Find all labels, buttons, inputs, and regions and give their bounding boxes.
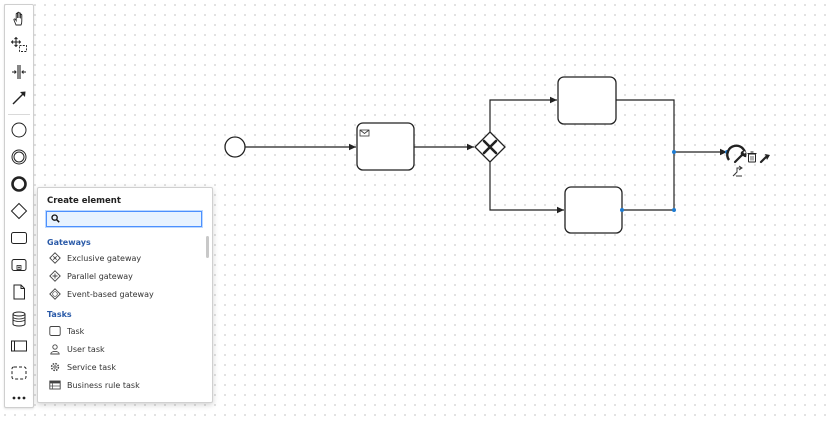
create-group[interactable] (7, 362, 31, 384)
intermediate-event-icon (11, 149, 27, 165)
hand-tool-icon (13, 11, 23, 26)
exclusive-gateway[interactable] (474, 131, 506, 163)
entry-exclusive-gateway[interactable]: Exclusive gateway (47, 250, 197, 266)
create-task[interactable] (7, 227, 31, 249)
entry-label: Parallel gateway (67, 271, 133, 281)
subprocess-icon (11, 259, 27, 271)
business-rule-task-icon (49, 380, 61, 390)
search-input[interactable] (63, 212, 199, 226)
parallel-gateway-icon (49, 270, 61, 282)
group-icon (11, 366, 27, 380)
connect-icon[interactable] (732, 165, 743, 177)
group-title-gateways: Gateways (47, 238, 91, 247)
connection-handle[interactable] (672, 150, 676, 154)
task-icon (49, 326, 61, 336)
entry-label: Service task (67, 362, 116, 372)
create-pool[interactable] (7, 335, 31, 357)
hand-tool[interactable] (7, 8, 31, 30)
lasso-tool[interactable] (7, 34, 31, 56)
entry-label: Business rule task (67, 380, 140, 390)
color-picker-icon[interactable] (759, 154, 770, 164)
entry-user-task[interactable]: User task (47, 341, 197, 357)
task-upper[interactable] (557, 76, 617, 125)
create-gateway[interactable] (7, 200, 31, 222)
data-object-icon (13, 284, 25, 300)
entry-label: Event-based gateway (67, 289, 154, 299)
delete-icon[interactable] (747, 151, 757, 163)
global-connect-tool[interactable] (7, 87, 31, 109)
create-start-event[interactable] (7, 119, 31, 141)
entry-business-rule-task[interactable]: Business rule task (47, 377, 197, 393)
start-event[interactable] (224, 136, 246, 158)
connection-handle[interactable] (672, 208, 676, 212)
create-intermediate-event[interactable] (7, 146, 31, 168)
sequence-flow[interactable] (489, 96, 557, 132)
user-task-icon (50, 344, 60, 355)
gateway-icon (10, 202, 28, 220)
service-task-icon (50, 362, 60, 372)
wrench-icon[interactable] (733, 150, 747, 164)
create-end-event[interactable] (7, 173, 31, 195)
sequence-flow-selected[interactable] (622, 152, 675, 211)
event-based-gateway-icon (49, 288, 61, 300)
space-tool[interactable] (7, 61, 31, 83)
entry-event-based-gateway[interactable]: Event-based gateway (47, 286, 197, 302)
global-connect-tool-icon (12, 91, 26, 105)
sequence-flow[interactable] (489, 162, 564, 214)
entry-service-task[interactable]: Service task (47, 359, 197, 375)
end-event-icon (11, 176, 27, 192)
sequence-flow[interactable] (616, 99, 675, 152)
lasso-tool-icon (10, 36, 27, 52)
entry-label: User task (67, 344, 105, 354)
create-data-store[interactable] (7, 308, 31, 330)
more-icon (12, 396, 26, 400)
entry-parallel-gateway[interactable]: Parallel gateway (47, 268, 197, 284)
entry-label: Exclusive gateway (67, 253, 142, 263)
exclusive-gateway-icon (49, 252, 61, 264)
entry-task[interactable]: Task (47, 323, 197, 339)
connection-handle[interactable] (620, 208, 624, 212)
palette (4, 4, 34, 408)
task-icon (11, 232, 27, 244)
popup-scrollbar[interactable] (206, 236, 209, 258)
more-tools[interactable] (7, 387, 31, 409)
pool-icon (11, 340, 27, 352)
space-tool-icon (12, 65, 26, 79)
data-store-icon (12, 311, 26, 327)
create-data-object[interactable] (7, 281, 31, 303)
popup-title: Create element (47, 196, 121, 206)
entry-label: Task (67, 326, 85, 336)
create-subprocess[interactable] (7, 254, 31, 276)
start-event-icon (11, 122, 27, 138)
search-icon (51, 214, 60, 223)
task-lower[interactable] (564, 186, 623, 234)
group-title-tasks: Tasks (47, 310, 72, 319)
search-field[interactable] (46, 211, 202, 227)
create-element-popup: Create element Gateways Exclusive gatewa… (37, 187, 213, 403)
send-task-marker-icon (359, 129, 370, 137)
